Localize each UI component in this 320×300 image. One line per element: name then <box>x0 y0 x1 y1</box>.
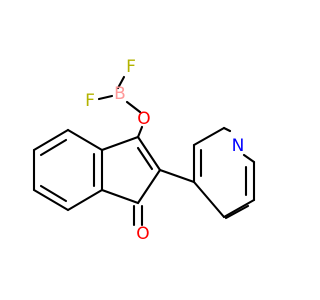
bond <box>192 126 226 147</box>
bond <box>32 188 70 212</box>
bond <box>192 180 226 219</box>
bond <box>32 128 70 152</box>
bond <box>66 128 104 152</box>
bond <box>242 153 256 164</box>
bond <box>136 125 144 139</box>
bond <box>116 75 126 90</box>
atom-label-fluorine: F <box>126 57 136 77</box>
atom-label-oxygen: O <box>137 109 150 129</box>
double-bond-inner <box>136 146 154 171</box>
double-bond-inner <box>39 184 68 203</box>
bond <box>100 188 140 205</box>
atom-label-fluorine: F <box>85 91 95 111</box>
atom-label-nitrogen: N <box>232 136 245 156</box>
ketone-group <box>132 204 144 227</box>
atom-label-oxygen: O <box>136 224 149 244</box>
structure-canvas: F F B O O N <box>32 57 256 244</box>
bond <box>222 126 232 133</box>
cyclopentadienone-ring <box>100 135 162 205</box>
bond <box>97 94 114 101</box>
biaryl-bond <box>158 168 196 184</box>
pyridine-ring <box>192 126 256 220</box>
benzene-ring <box>32 128 104 212</box>
bond <box>136 168 162 205</box>
double-bond-inner <box>224 204 250 220</box>
bond <box>136 135 162 172</box>
atom-label-boron: B <box>114 84 126 104</box>
bond <box>125 100 142 114</box>
bond <box>222 198 256 219</box>
molecule-diagram: F F B O O N <box>32 57 256 244</box>
difluoroboryloxy-group <box>97 75 144 139</box>
bond <box>66 188 104 212</box>
bond <box>100 135 140 152</box>
double-bond-inner <box>39 138 68 157</box>
